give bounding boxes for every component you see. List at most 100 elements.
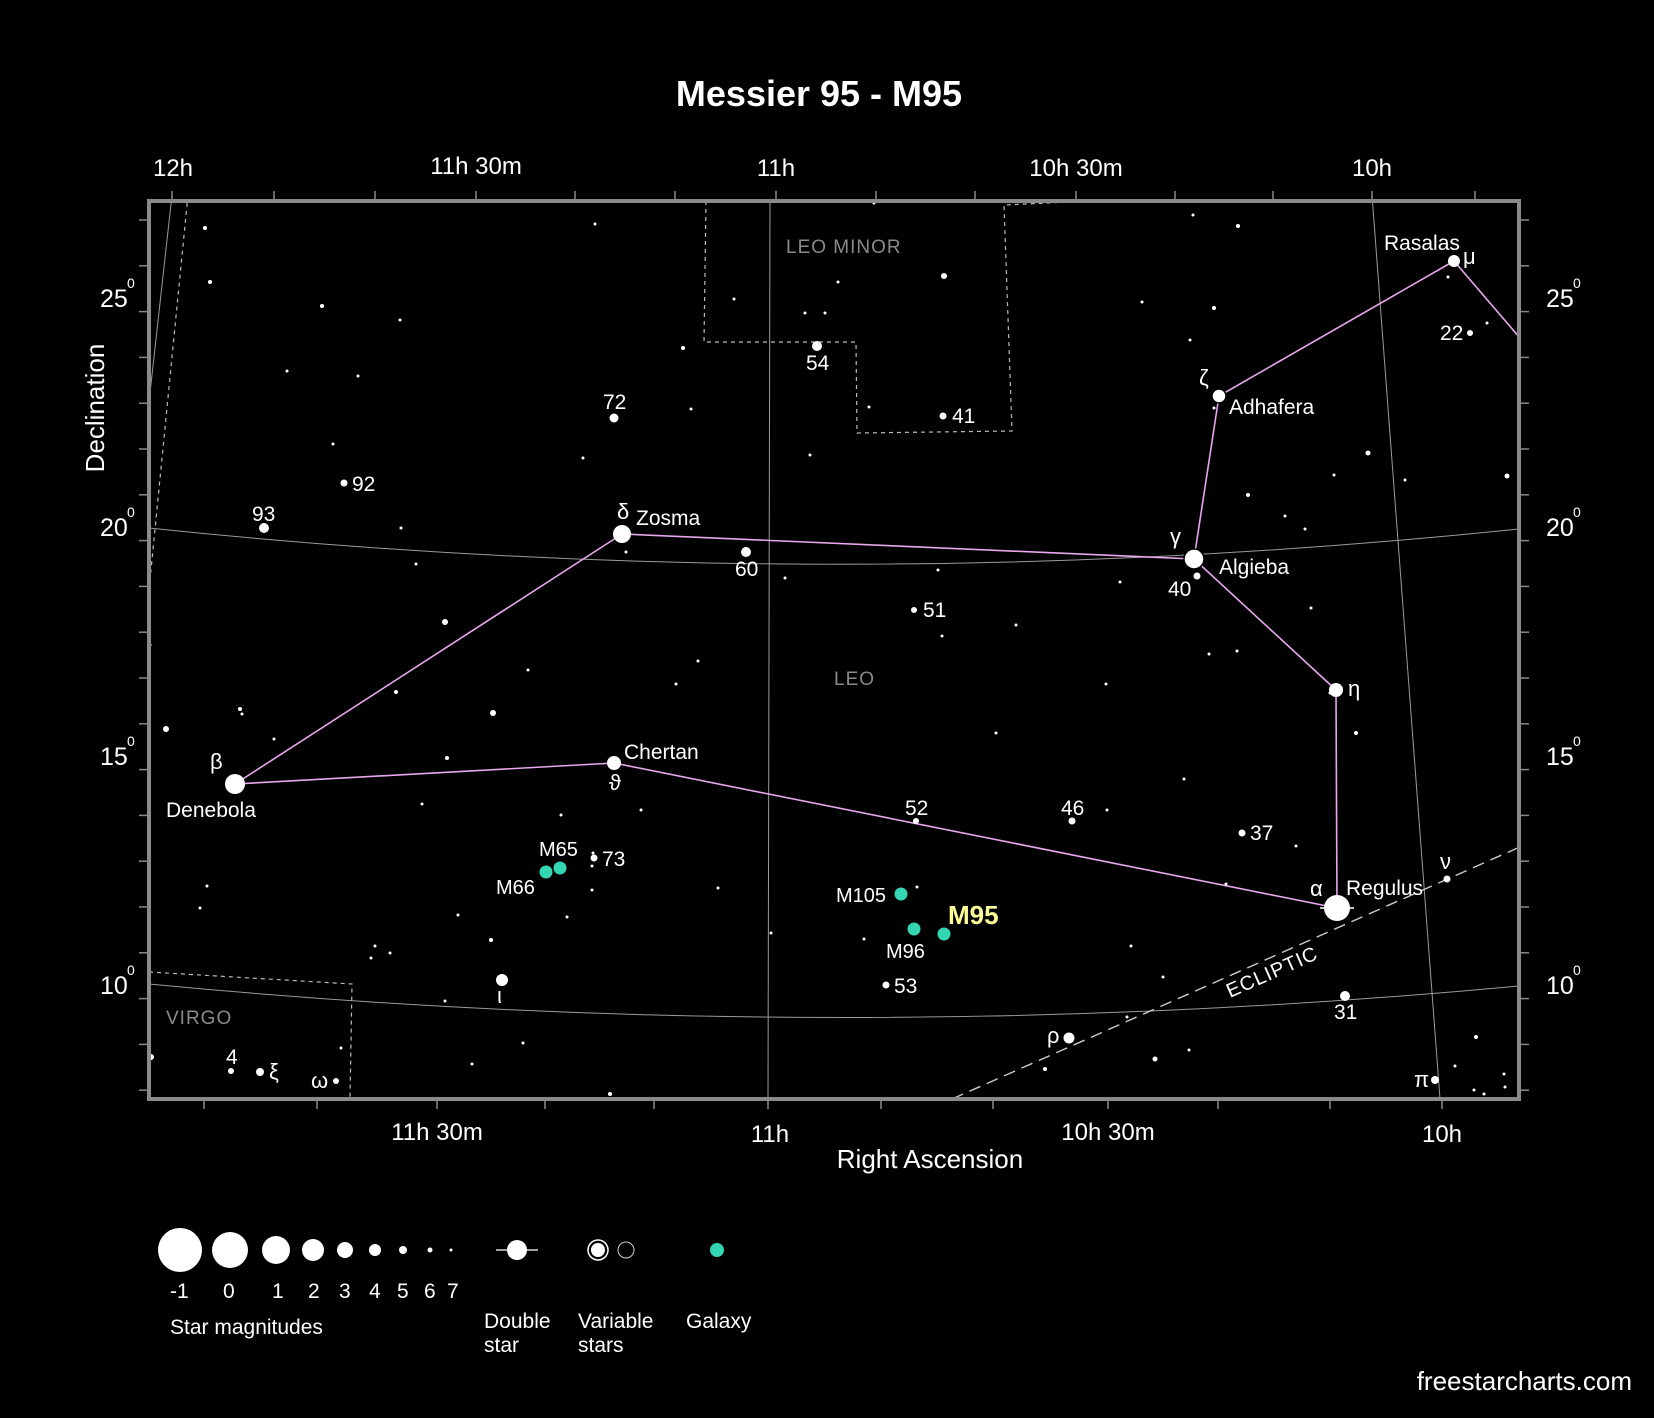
top-ra-label-11h30m: 11h 30m <box>430 153 522 180</box>
constellation-label-leo-minor: LEO MINOR <box>786 237 902 258</box>
star-label-31: 31 <box>1334 1001 1357 1024</box>
star-eta <box>1329 683 1343 697</box>
ra-grid-lines <box>149 201 1441 1099</box>
magnitude-legend <box>158 1228 453 1272</box>
star-label-72: 72 <box>603 391 626 414</box>
faint-star <box>1503 1085 1507 1089</box>
faint-star <box>836 280 840 284</box>
legend-mag-0 <box>212 1232 248 1268</box>
star-label-algieba: Algieba <box>1219 556 1289 579</box>
star-chertan <box>607 756 621 770</box>
faint-star <box>769 931 773 935</box>
faint-star <box>1043 1067 1047 1071</box>
galaxies: M65 M66 M105 M96 M95 <box>496 839 999 963</box>
greek-label-mu: μ <box>1463 244 1476 269</box>
star-72 <box>609 413 619 423</box>
dec-degree-20-left: 0 <box>127 504 135 520</box>
faint-stars <box>149 201 1510 1096</box>
line-denebola-zosma <box>234 533 623 785</box>
faint-star <box>489 938 493 942</box>
top-ra-label-10h: 10h <box>1352 155 1392 182</box>
boundary-leo-minor <box>703 201 1102 434</box>
star-label-53: 53 <box>894 975 917 998</box>
star-adhafera <box>1211 388 1227 404</box>
faint-star <box>608 1092 612 1096</box>
faint-star <box>689 407 693 411</box>
star-rasalas <box>1448 255 1460 267</box>
faint-star <box>445 756 449 760</box>
line-rasalas-edge <box>1453 260 1519 339</box>
chart-title: Messier 95 - M95 <box>676 73 962 114</box>
legend-mag-4 <box>369 1244 381 1256</box>
faint-star <box>581 456 585 460</box>
greek-label-theta: ϑ <box>609 770 621 795</box>
top-ra-label-12h: 12h <box>153 155 193 182</box>
top-ra-label-11h: 11h <box>757 155 795 182</box>
faint-star <box>470 1062 474 1066</box>
faint-star <box>1182 777 1186 781</box>
faint-star <box>1191 213 1195 217</box>
star-label-41: 41 <box>952 405 975 428</box>
star-label-adhafera: Adhafera <box>1229 396 1315 419</box>
faint-star <box>272 737 276 741</box>
faint-star <box>1354 731 1358 735</box>
legend-mag-label-7: 7 <box>447 1280 459 1303</box>
faint-star <box>490 710 496 716</box>
faint-star <box>559 813 563 817</box>
faint-star <box>1129 944 1133 948</box>
faint-star <box>1235 649 1239 653</box>
faint-star <box>398 318 402 322</box>
legend-mag-label-5: 5 <box>397 1280 409 1303</box>
faint-star <box>526 668 530 672</box>
faint-star <box>1187 1048 1191 1052</box>
dec-label-20-right: 20 <box>1546 514 1574 542</box>
greek-label-nu: ν <box>1440 849 1451 874</box>
star-label-chertan: Chertan <box>624 741 699 764</box>
greek-label-pi: π <box>1414 1067 1429 1092</box>
dec-labels-left: 25 0 20 0 15 0 10 0 <box>100 275 135 1000</box>
faint-star <box>238 707 242 711</box>
star-73 <box>590 854 598 862</box>
legend-variable-star-faint-icon <box>617 1241 635 1259</box>
legend-mag-label-1: 1 <box>272 1280 284 1303</box>
galaxy-m65 <box>553 861 567 875</box>
star-31 <box>1340 991 1350 1001</box>
faint-star <box>320 304 324 308</box>
star-93 <box>259 523 269 533</box>
legend-galaxy-label: Galaxy <box>686 1310 752 1333</box>
faint-star <box>163 726 169 732</box>
galaxy-label-m66: M66 <box>496 877 535 899</box>
star-label-92: 92 <box>352 473 375 496</box>
faint-star <box>331 442 335 446</box>
faint-star <box>590 888 594 892</box>
dec-degree-10-left: 0 <box>127 962 135 978</box>
faint-star <box>1104 682 1108 686</box>
star-label-rasalas: Rasalas <box>1384 232 1460 255</box>
faint-star <box>399 526 403 530</box>
star-label-46: 46 <box>1061 797 1084 820</box>
faint-star <box>823 311 827 315</box>
dec-grid-line-10 <box>149 983 1519 1018</box>
greek-label-eta: η <box>1348 676 1360 701</box>
legend-double-line1: Double <box>484 1310 551 1333</box>
faint-star <box>1236 224 1240 228</box>
faint-star <box>915 885 919 889</box>
star-54 <box>812 341 822 351</box>
dec-label-25-left: 25 <box>100 285 128 313</box>
legend-magnitudes-title: Star magnitudes <box>170 1316 323 1339</box>
greek-label-gamma: γ <box>1170 524 1181 549</box>
star-51 <box>911 607 917 613</box>
named-stars: Rasalas μ Adhafera ζ Algieba γ Zosma δ η… <box>166 232 1476 921</box>
star-label-73: 73 <box>602 848 625 871</box>
boundary-leo-west <box>149 201 189 591</box>
greek-label-alpha: α <box>1310 876 1323 901</box>
legend-mag-label-3: 3 <box>339 1280 351 1303</box>
star-xi <box>256 1068 264 1076</box>
star-label-zosma: Zosma <box>636 507 701 530</box>
star-52 <box>913 818 919 824</box>
greek-label-zeta: ζ <box>1199 365 1209 390</box>
faint-star <box>1246 493 1250 497</box>
star-4 <box>228 1068 234 1074</box>
legend-variable-line2: stars <box>578 1334 624 1357</box>
